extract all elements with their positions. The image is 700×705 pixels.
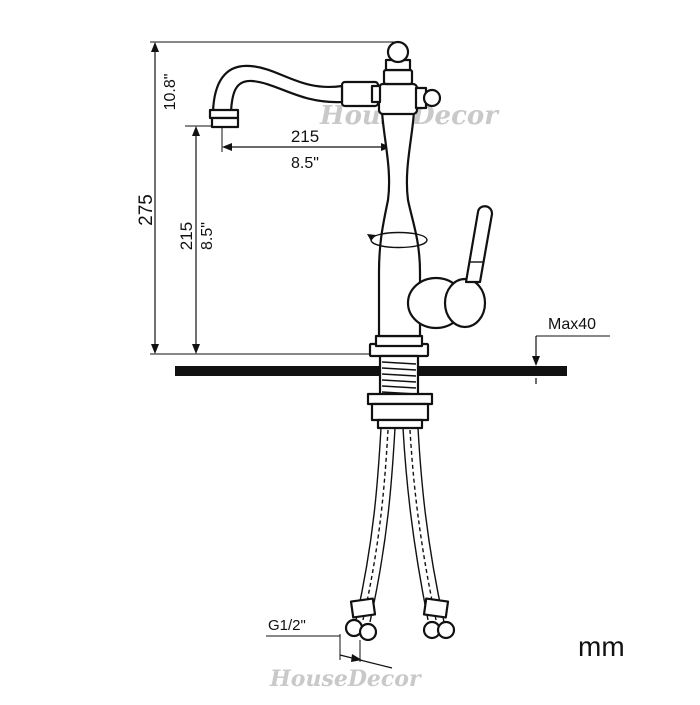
spout-height-mm-label: 215 bbox=[177, 222, 196, 250]
watermark-bottom: HouseDecor bbox=[269, 666, 422, 692]
faucet-handle bbox=[406, 205, 494, 330]
thread-label: G1/2" bbox=[268, 617, 306, 634]
countertop bbox=[175, 366, 567, 376]
braided-hose-right bbox=[402, 427, 456, 640]
total-height-label: 275 bbox=[136, 194, 157, 226]
reach-mm-label: 215 bbox=[291, 127, 319, 146]
top-height-label: 10.8" bbox=[162, 74, 179, 111]
threaded-shank bbox=[366, 354, 434, 430]
reach-in-label: 8.5" bbox=[291, 155, 319, 172]
max-thickness-leader bbox=[532, 335, 610, 384]
spout-height-dimension bbox=[192, 126, 200, 354]
spout-height-in-label: 8.5" bbox=[199, 222, 216, 250]
thread-dimension bbox=[266, 634, 393, 669]
braided-hose-left bbox=[344, 427, 396, 642]
max-thickness-label: Max40 bbox=[548, 316, 596, 333]
units-label: mm bbox=[578, 631, 625, 662]
total-height-dimension bbox=[151, 42, 159, 354]
faucet-spout bbox=[208, 64, 382, 129]
